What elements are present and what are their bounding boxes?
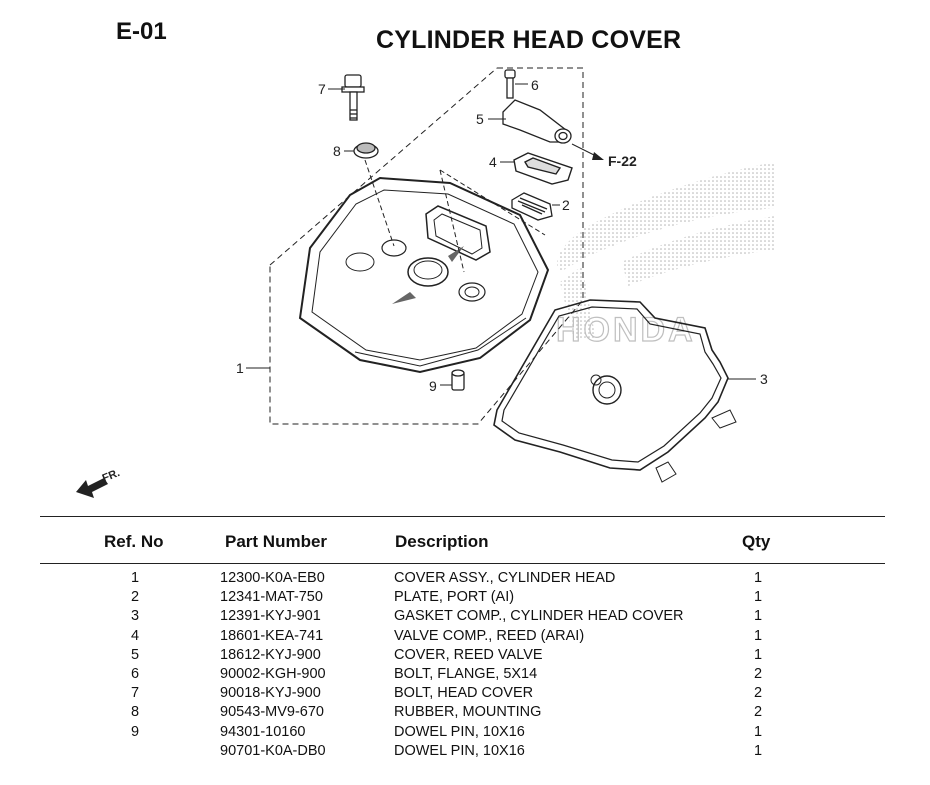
header-qty: Qty xyxy=(742,532,771,551)
ref-no-cell: 8 xyxy=(130,704,140,721)
front-direction-arrow-icon: FR. xyxy=(76,467,122,498)
header-description: Description xyxy=(395,532,489,551)
table-row: 1 12300-K0A-EB0 COVER ASSY., CYLINDER HE… xyxy=(0,570,930,589)
callout-8: 8 xyxy=(333,143,341,159)
header-part-number: Part Number xyxy=(225,532,328,551)
callout-9: 9 xyxy=(429,378,437,394)
ref-no-cell: 1 xyxy=(130,570,140,586)
qty-cell: 2 xyxy=(753,665,763,682)
part-number-cell: 12341-MAT-750 xyxy=(220,589,323,606)
mounting-rubber-part xyxy=(353,142,379,159)
honda-watermark-text: HONDA xyxy=(556,311,696,349)
ref-no-cell: 3 xyxy=(130,608,140,625)
ref-no-cell: 6 xyxy=(130,665,140,682)
part-number-cell: 90002-KGH-900 xyxy=(220,665,326,682)
header-ref-no: Ref. No xyxy=(104,532,164,551)
callout-7: 7 xyxy=(318,81,326,97)
ref-no-cell: 2 xyxy=(130,589,140,606)
table-row: 4 18601-KEA-741 VALVE COMP., REED (ARAI)… xyxy=(0,628,930,647)
honda-wing-watermark: HONDA xyxy=(555,162,775,350)
table-row: 9 94301-10160 DOWEL PIN, 10X16 1 xyxy=(0,724,930,743)
f22-reference-label: F-22 xyxy=(608,153,637,169)
ref-no-cell: 5 xyxy=(130,646,140,663)
parts-table-body: 1 12300-K0A-EB0 COVER ASSY., CYLINDER HE… xyxy=(0,570,930,762)
part-number-cell: 90543-MV9-670 xyxy=(220,704,324,721)
part-number-cell: 12391-KYJ-901 xyxy=(220,608,321,625)
qty-cell: 1 xyxy=(753,608,763,625)
reed-valve-cover-part xyxy=(502,69,572,144)
qty-cell: 1 xyxy=(753,723,763,740)
table-row: 3 12391-KYJ-901 GASKET COMP., CYLINDER H… xyxy=(0,608,930,627)
part-number-cell: 18601-KEA-741 xyxy=(220,627,324,644)
description-cell: DOWEL PIN, 10X16 xyxy=(394,723,525,740)
table-header-rule xyxy=(40,563,885,564)
dowel-pin-part xyxy=(451,369,465,391)
qty-cell: 1 xyxy=(753,570,763,586)
table-row: 7 90018-KYJ-900 BOLT, HEAD COVER 2 xyxy=(0,685,930,704)
ref-no-cell: 7 xyxy=(130,685,140,702)
description-cell: VALVE COMP., REED (ARAI) xyxy=(394,627,585,644)
description-cell: GASKET COMP., CYLINDER HEAD COVER xyxy=(394,608,684,625)
qty-cell: 2 xyxy=(753,685,763,702)
part-number-cell: 94301-10160 xyxy=(220,723,306,740)
description-cell: RUBBER, MOUNTING xyxy=(394,704,542,721)
callout-4: 4 xyxy=(489,154,497,170)
table-row: 2 12341-MAT-750 PLATE, PORT (AI) 1 xyxy=(0,589,930,608)
cylinder-head-cover-part xyxy=(298,176,550,374)
callout-3: 3 xyxy=(760,371,768,387)
description-cell: COVER, REED VALVE xyxy=(394,646,543,663)
front-direction-label: FR. xyxy=(101,467,122,485)
qty-cell: 1 xyxy=(753,627,763,644)
callout-2: 2 xyxy=(562,197,570,213)
table-row: 5 18612-KYJ-900 COVER, REED VALVE 1 xyxy=(0,647,930,666)
reed-valve-part xyxy=(513,152,573,185)
qty-cell: 2 xyxy=(753,704,763,721)
description-cell: BOLT, FLANGE, 5X14 xyxy=(394,665,538,682)
assembly-bracket-outline xyxy=(269,67,584,425)
callout-1: 1 xyxy=(236,360,244,376)
exploded-parts-diagram: HONDA xyxy=(76,67,775,498)
ref-no-cell: 4 xyxy=(130,627,140,644)
cylinder-head-gasket-part xyxy=(493,299,737,483)
table-row: 8 90543-MV9-670 RUBBER, MOUNTING 2 xyxy=(0,704,930,723)
qty-cell: 1 xyxy=(753,589,763,606)
description-cell: COVER ASSY., CYLINDER HEAD xyxy=(394,570,616,586)
description-cell: DOWEL PIN, 10X16 xyxy=(394,742,525,759)
part-number-cell: 90701-K0A-DB0 xyxy=(220,742,326,759)
table-row: 6 90002-KGH-900 BOLT, FLANGE, 5X14 2 xyxy=(0,666,930,685)
part-number-cell: 18612-KYJ-900 xyxy=(220,646,321,663)
qty-cell: 1 xyxy=(753,646,763,663)
page-title: CYLINDER HEAD COVER xyxy=(376,26,682,54)
description-cell: BOLT, HEAD COVER xyxy=(394,685,534,702)
qty-cell: 1 xyxy=(753,742,763,759)
port-plate-part xyxy=(511,192,553,221)
table-row: 90701-K0A-DB0 DOWEL PIN, 10X16 1 xyxy=(0,743,930,762)
table-top-rule xyxy=(40,516,885,517)
diagram-code: E-01 xyxy=(116,18,167,45)
part-number-cell: 90018-KYJ-900 xyxy=(220,685,321,702)
callout-6: 6 xyxy=(531,77,539,93)
head-cover-bolt-part xyxy=(341,74,365,121)
callout-5: 5 xyxy=(476,111,484,127)
ref-no-cell: 9 xyxy=(130,723,140,740)
f22-arrow-icon xyxy=(592,152,604,160)
description-cell: PLATE, PORT (AI) xyxy=(394,589,515,606)
part-number-cell: 12300-K0A-EB0 xyxy=(220,570,325,586)
